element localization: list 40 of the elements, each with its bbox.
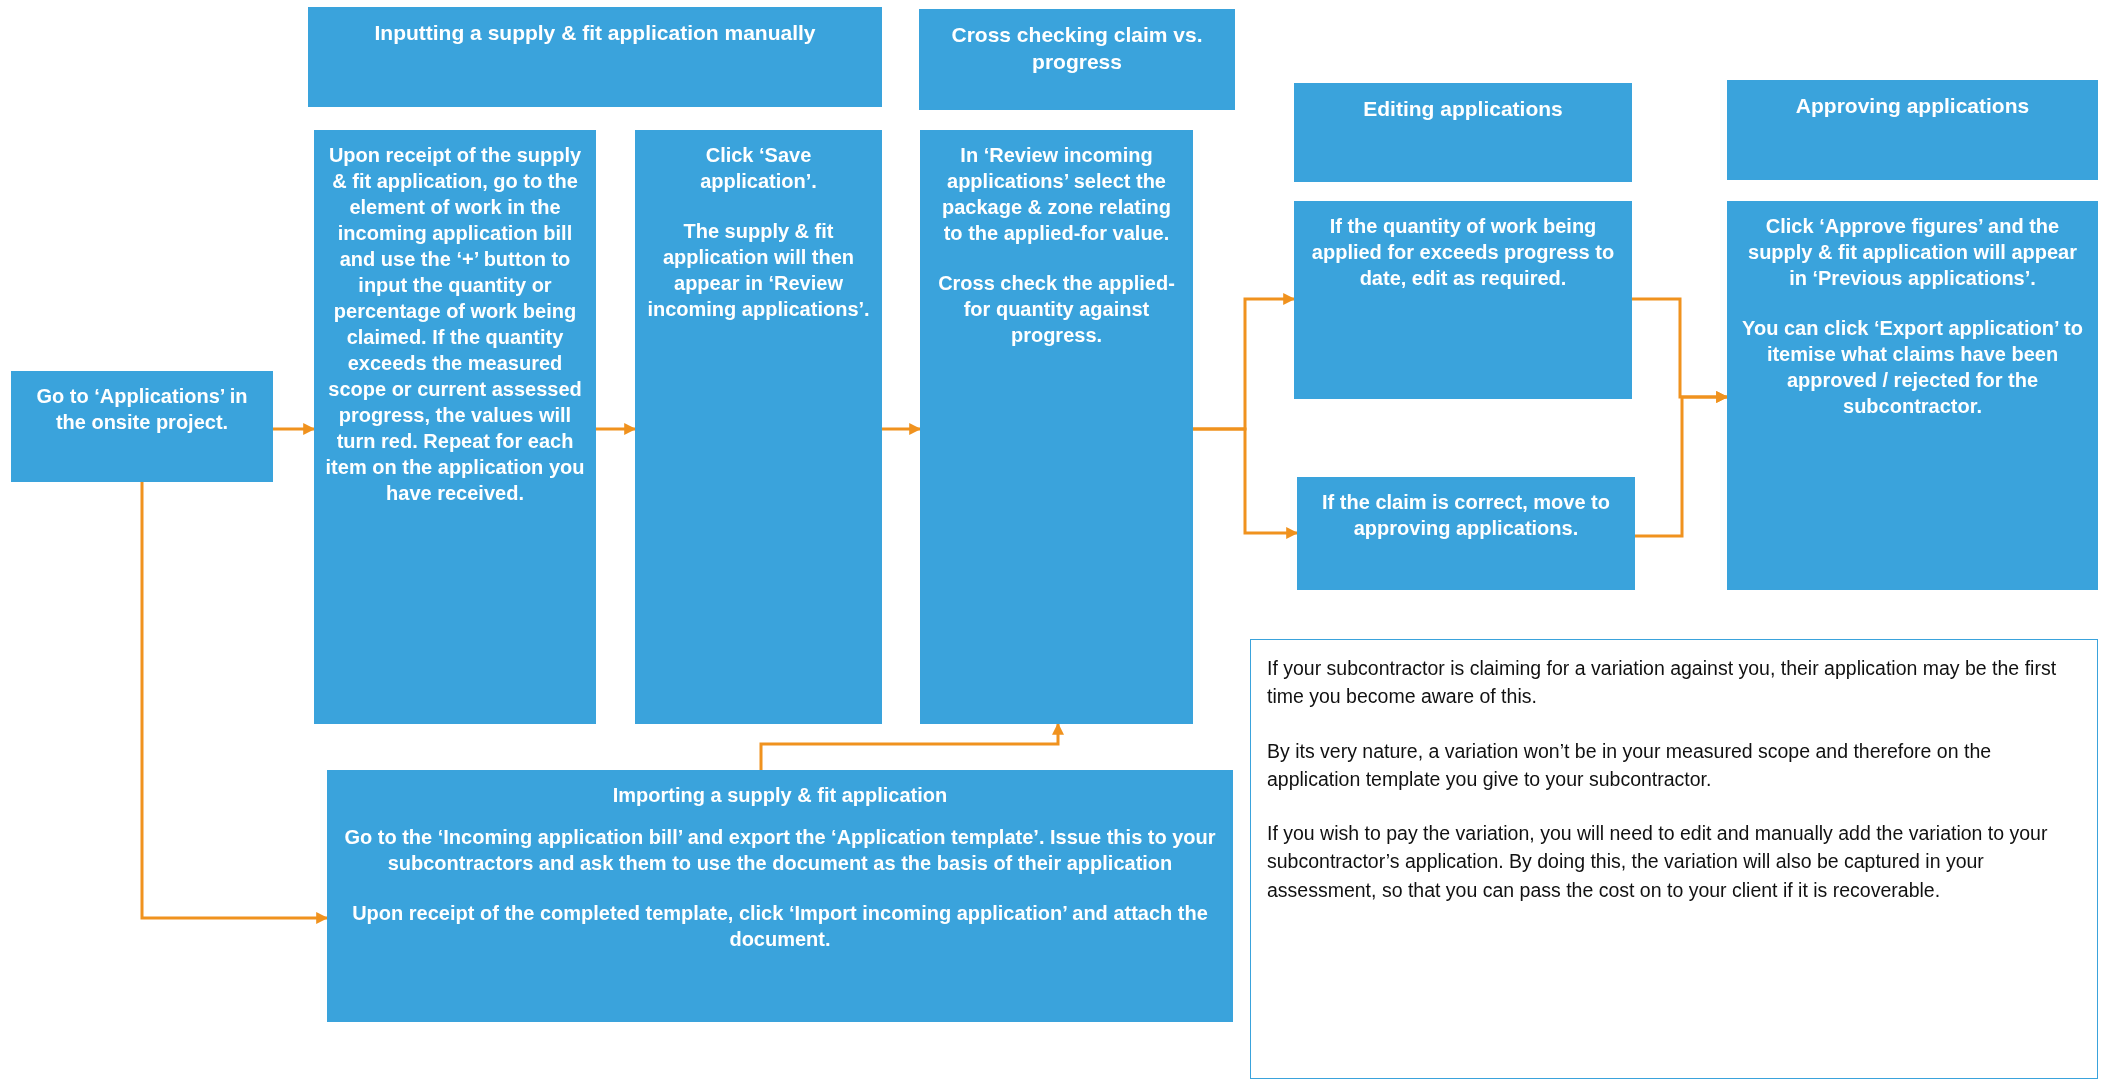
section-heading: Editing applications <box>1363 96 1563 122</box>
box-text: Go to ‘Applications’ in the onsite project. <box>35 384 249 435</box>
arrow <box>273 423 316 435</box>
note-box <box>1250 639 2098 1079</box>
box-text: If you wish to pay the variation, you will need to edit and manually add the variation to your subcontractor’s application. By doing this, the variation will also be captured in your assessment, so that you can pass the cost on to your client if it is recoverable. <box>1267 821 2049 903</box>
section-header-box <box>919 9 1235 110</box>
process-box <box>1297 477 1635 590</box>
box-text: If your subcontractor is claiming for a variation against you, their application may be the first time you become aware of this. <box>1267 656 2058 710</box>
box-heading: Importing a supply & fit application <box>612 783 948 808</box>
arrow <box>759 722 1064 770</box>
arrow <box>1635 391 1729 538</box>
box-text: If the quantity of work being applied for exceeds progress to date, edit as required. <box>1310 214 1616 291</box>
process-box <box>1727 201 2098 590</box>
box-text: If the claim is correct, move to approving applications. <box>1321 490 1611 541</box>
box-text: In ‘Review incoming applications’ select the package & zone relating to the applied-for value. <box>941 143 1172 246</box>
box-text: You can click ‘Export application’ to itemise what claims have been approved / rejected for the subcontractor. <box>1741 316 2084 419</box>
box-text: Upon receipt of the completed template, click ‘Import incoming application’ and attach the document. <box>351 901 1209 952</box>
section-heading: Cross checking claim vs. progress <box>950 22 1204 76</box>
box-text: By its very nature, a variation won’t be in your measured scope and therefore on the application template you give to your subcontractor. <box>1267 738 1993 792</box>
arrow <box>1193 427 1299 539</box>
section-heading: Inputting a supply & fit application manually <box>374 20 816 46</box>
box-text: Cross check the applied-for quantity against progress. <box>937 271 1176 348</box>
section-heading: Approving applications <box>1795 93 2030 119</box>
process-box <box>11 371 273 482</box>
arrow <box>596 423 637 435</box>
process-box <box>920 130 1193 724</box>
process-box <box>1294 201 1632 399</box>
box-text: Click ‘Approve figures’ and the supply & fit application will appear in ‘Previous applications’. <box>1747 214 2078 291</box>
box-text: Click ‘Save application’. <box>699 143 818 194</box>
box-text: The supply & fit application will then appear in ‘Review incoming applications’. <box>646 219 871 322</box>
section-header-box <box>1727 80 2098 180</box>
arrow <box>140 482 329 924</box>
process-box <box>635 130 882 724</box>
section-header-box <box>1294 83 1632 182</box>
section-header-box <box>308 7 882 107</box>
box-text: Go to the ‘Incoming application bill’ and export the ‘Application template’. Issue this to your subcontractors and ask them to use the document as the basis of their application <box>343 825 1217 876</box>
process-box <box>314 130 596 724</box>
process-box <box>327 770 1233 1022</box>
box-text: Upon receipt of the supply & fit application, go to the element of work in the incoming application bill and use the ‘+’ button to input the quantity or percentage of work being claimed. If the quantity exceeds the measured scope or current assessed progress, the values will turn red. Repeat for each item on the application you have received. <box>324 143 586 506</box>
arrow <box>882 423 922 435</box>
